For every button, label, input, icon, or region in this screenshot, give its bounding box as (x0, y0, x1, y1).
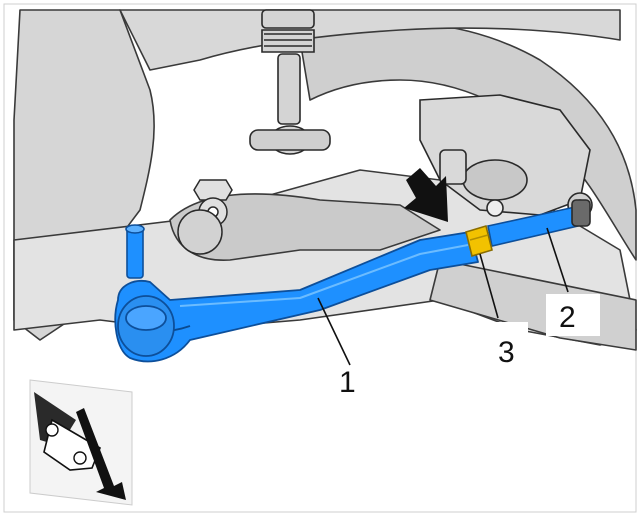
direction-arrow-icon (404, 168, 448, 222)
callout-2: 2 (559, 301, 576, 334)
callout-3: 3 (498, 336, 515, 369)
leader-lines (317, 227, 569, 366)
tie-rod-end (114, 231, 479, 363)
callout-1: 1 (339, 366, 356, 399)
shock-absorber (249, 9, 331, 155)
vehicle-orientation-icon (29, 379, 133, 506)
lock-nut (465, 224, 493, 258)
inner-tie-rod (487, 199, 591, 247)
ball-joint-stud (125, 224, 145, 279)
label-backdrops (490, 294, 600, 366)
subframe-bolts (177, 179, 233, 255)
